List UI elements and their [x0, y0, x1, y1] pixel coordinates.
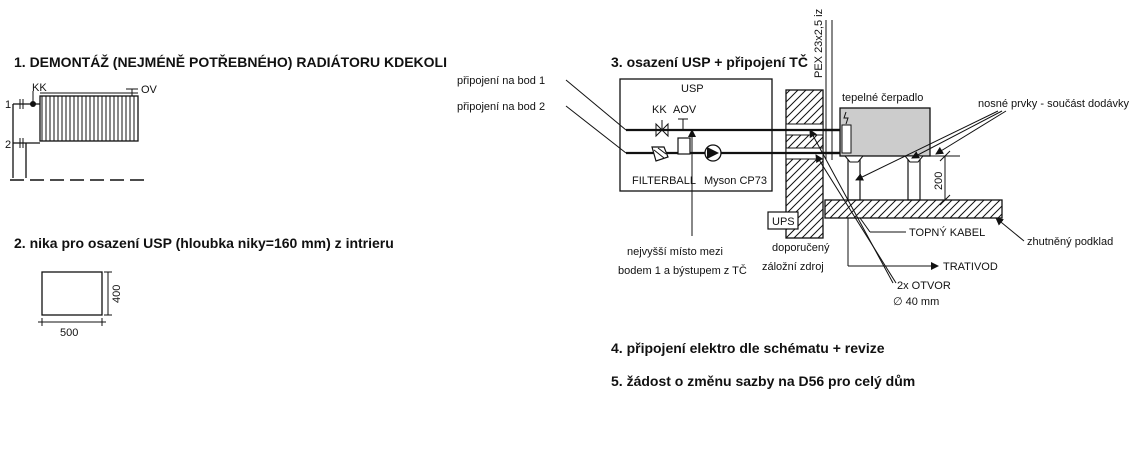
supports-label: nosné prvky - součást dodávky — [978, 98, 1130, 110]
inlet-1-label: připojení na bod 1 — [457, 75, 545, 87]
pump-label: Myson CP73 — [704, 175, 767, 187]
highest-point-line-1: nejvyšší místo mezi — [627, 246, 723, 258]
ups-box-label: UPS — [772, 216, 795, 228]
niche-sketch: 500 400 — [38, 271, 123, 339]
step-2-heading: 2. nika pro osazení USP (hloubka niky=16… — [14, 235, 394, 251]
filterball-label: FILTERBALL — [632, 175, 696, 187]
pex-label: PEX 23x2,5 iz — [813, 9, 825, 78]
niche-height-label: 400 — [111, 285, 123, 303]
drain-label: TRATIVOD — [943, 261, 998, 273]
radiator-sketch: KK OV 1 2 — [5, 82, 158, 181]
concrete-slab — [824, 199, 1003, 219]
kk-valve-icon — [655, 122, 669, 138]
heat-pump-label: tepelné čerpadlo — [842, 92, 923, 104]
step-1-heading: 1. DEMONTÁŽ (NEJMÉNĚ POTŘEBNÉHO) RADIÁTO… — [14, 53, 447, 70]
step-5-heading: 5. žádost o změnu sazby na D56 pro celý … — [611, 373, 915, 389]
usp-title: USP — [681, 83, 704, 95]
compacted-base-label: zhutněný podklad — [1027, 236, 1113, 248]
ups-box — [767, 211, 799, 230]
niche-width-label: 500 — [60, 327, 78, 339]
heating-cable-label: TOPNÝ KABEL — [909, 226, 985, 239]
ups-line-2: záložní zdroj — [762, 261, 824, 273]
height-dimension: 200 — [933, 172, 945, 190]
usp-unit: USP KK AOV FILTERBALL Myson CP73 — [565, 78, 848, 192]
ups-line-1: doporučený — [772, 242, 830, 254]
radiator-port-2-label: 2 — [5, 139, 11, 151]
radiator-port-1-label: 1 — [5, 99, 11, 111]
lightning-icon — [843, 111, 849, 125]
step-3-heading: 3. osazení USP + připojení TČ — [611, 53, 808, 70]
inlet-2-label: připojení na bod 2 — [457, 101, 545, 113]
openings-line-1: 2x OTVOR — [897, 280, 951, 292]
radiator-ov-label: OV — [141, 84, 158, 96]
heat-pump — [839, 107, 931, 201]
highest-point-line-2: bodem 1 a býstupem z TČ — [618, 264, 747, 277]
usp-aov-label: AOV — [673, 104, 697, 116]
step-4-heading: 4. připojení elektro dle schématu + revi… — [611, 340, 885, 356]
openings-line-2: ∅ 40 mm — [893, 296, 939, 308]
radiator-kk-label: KK — [32, 82, 47, 94]
usp-kk-label: KK — [652, 104, 667, 116]
